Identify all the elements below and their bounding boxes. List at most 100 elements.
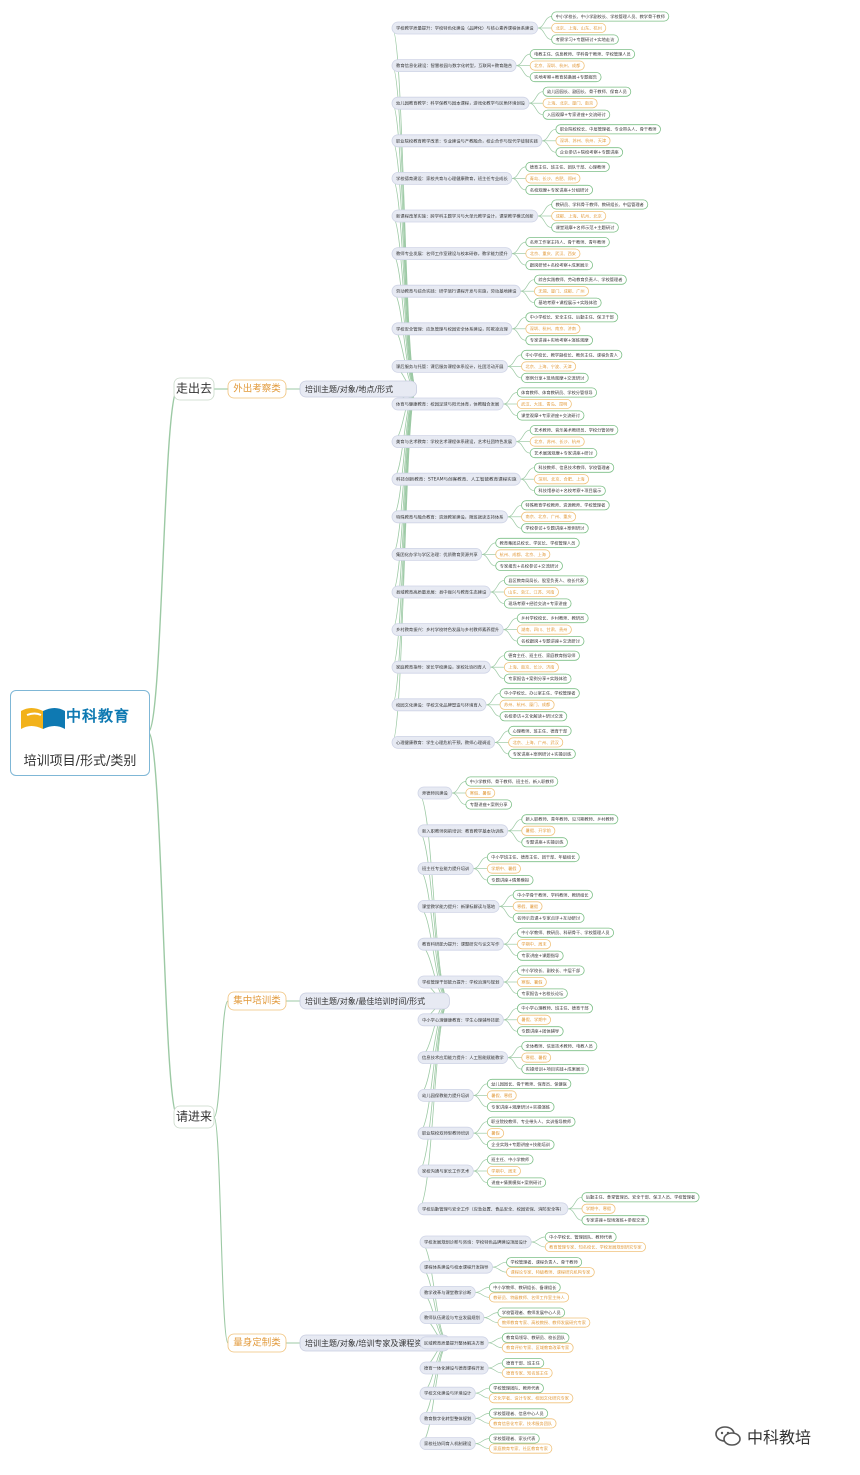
topic-label: 幼儿园教育教学：科学保教与园本课程，游戏化教学与区角环境创设 (396, 100, 526, 107)
topic-node (417, 862, 474, 875)
detail-node (516, 636, 585, 647)
detail-label: 跟岗研修+名校考察+成果展示 (530, 262, 589, 268)
connector (516, 65, 531, 78)
detail-label: 教育局领导、教研员、校长团队 (506, 1334, 565, 1340)
detail-label: 电教主任、信息教师、学科骨干教师、学校管理人员 (534, 51, 631, 57)
connector (473, 1159, 488, 1172)
detail-node (521, 1052, 552, 1063)
detail-node (503, 662, 559, 673)
detail-label: 体育教师、体育教研员、学校分管领导 (521, 389, 592, 395)
main-branch-node (173, 377, 215, 401)
detail-label: 教师教育专家、高校教授、教师发展研究专家 (502, 1319, 586, 1325)
detail-node (525, 312, 619, 323)
connector (213, 1000, 229, 1118)
detail-label: 考察学习+专题研讨+实地走访 (556, 36, 615, 42)
detail-node (486, 1101, 555, 1112)
detail-node (525, 184, 593, 195)
detail-label: 德育专家、知名班主任 (506, 1369, 548, 1375)
connector (507, 366, 522, 379)
connector (537, 215, 552, 228)
detail-label: 学校参访+专题讲座+案例研讨 (526, 525, 585, 531)
connector (490, 580, 505, 593)
detail-label: 实操培训+项目实践+成果展示 (526, 1066, 585, 1072)
detail-node (529, 425, 619, 436)
detail-node (516, 398, 572, 409)
topic-node (417, 1013, 504, 1027)
watermark-text: 中科教培 (747, 1428, 812, 1447)
detail-node (581, 1215, 650, 1226)
detail-node (521, 825, 556, 836)
detail-node (521, 837, 568, 848)
detail-node (465, 799, 512, 810)
detail-label: 深圳、苏州、杭州、天津 (560, 137, 606, 143)
topic-node (417, 1089, 474, 1102)
detail-label: 杭州、成都、北京、上海 (500, 551, 546, 557)
topic-node (391, 134, 543, 148)
detail-node (486, 1116, 576, 1127)
connector (511, 166, 526, 179)
topic-node (417, 1164, 474, 1178)
connector (488, 1337, 503, 1344)
detail-node (525, 335, 593, 346)
detail-label: 专题讲座+实操训练 (526, 839, 564, 845)
detail-label: 家庭教育专家、社区教育专家 (493, 1445, 548, 1451)
topic-label: 学校发展规划诊断与咨询：学校特色品牌建设顶层设计 (424, 1239, 527, 1246)
detail-label: 专题讲座+情景模拟 (491, 877, 529, 883)
detail-node (512, 901, 543, 912)
detail-label: 北京、上海、广州、武汉 (513, 739, 559, 745)
detail-node (497, 1307, 566, 1318)
detail-node (581, 1203, 616, 1214)
connector (503, 970, 518, 983)
connector (485, 692, 501, 706)
connector (481, 554, 496, 567)
detail-node (555, 147, 624, 158)
category-label: 集中培训类 (233, 995, 281, 1007)
topic-label: 新入职教师岗前培训：教育教学基本功训练 (422, 827, 505, 834)
connector (528, 102, 544, 116)
detail-label: 企业参访+院校考察+专题讲座 (560, 149, 619, 155)
category-subtitle-node (299, 992, 450, 1010)
connector (490, 655, 505, 668)
connector (511, 241, 526, 254)
connector (507, 818, 522, 832)
detail-label: 专家讲座+课题指导 (521, 952, 559, 958)
connector (531, 1241, 546, 1248)
detail-node (521, 372, 589, 383)
detail-node (503, 575, 589, 586)
detail-node (544, 1232, 617, 1243)
detail-node (542, 98, 598, 109)
detail-node (525, 237, 610, 248)
connector (507, 1045, 522, 1058)
detail-node (534, 462, 615, 473)
topic-node (419, 1235, 532, 1249)
topic-node (391, 472, 521, 486)
detail-node (521, 349, 623, 360)
detail-label: 中小学校长、中小学副校长、学校管理人员、教学骨干教师 (556, 13, 665, 19)
detail-node (551, 199, 649, 210)
connector (537, 16, 552, 29)
detail-label: 名校跟岗+专题讲座+交流研讨 (521, 638, 580, 644)
connector (473, 856, 488, 869)
topic-label: 特殊教育与融合教育：资源教室建设，随班就读支持体系 (396, 513, 504, 520)
detail-label: 专家报告+名校参访+交流研讨 (500, 562, 559, 568)
detail-label: 南京、北京、广州、重庆 (526, 513, 572, 519)
detail-node (525, 161, 610, 172)
topic-node (391, 510, 508, 524)
connector (499, 894, 514, 907)
detail-label: 专家报告+名校长论坛 (521, 990, 563, 996)
detail-node (551, 11, 670, 22)
topic-label: 校园文化建设：学校文化品牌塑造与环境育人 (396, 701, 483, 708)
detail-label: 现场考察+经验交流+专家讲座 (508, 600, 567, 606)
detail-node (529, 448, 598, 459)
detail-label: 山东、浙江、江苏、河南 (508, 588, 554, 594)
topic-label: 集团化办学与学区治理：优质教育资源共享 (396, 551, 478, 558)
connector (473, 1170, 488, 1183)
topic-label: 美育与艺术教育：学校艺术课程体系建设，艺术社团特色发展 (396, 438, 513, 445)
detail-node (551, 34, 619, 45)
topic-node (391, 59, 517, 72)
topic-node (417, 975, 504, 989)
detail-label: 职业院校教师、专业带头人、实训指导教师 (491, 1118, 571, 1124)
detail-node (551, 210, 607, 221)
detail-label: 学校管理者、信息中心人员 (493, 1410, 543, 1416)
detail-node (486, 1177, 547, 1188)
